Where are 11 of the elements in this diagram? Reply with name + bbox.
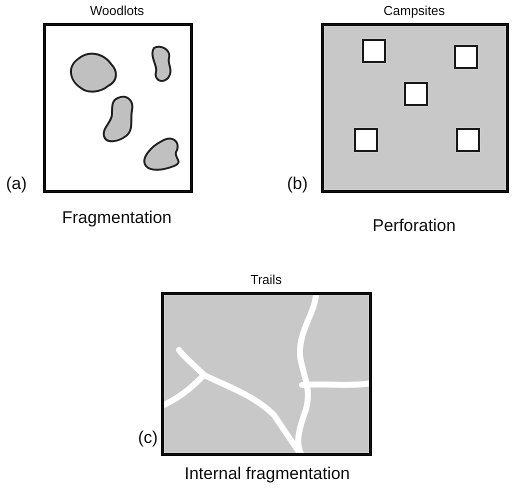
landscape-panel bbox=[43, 23, 193, 193]
panel-title: Trails bbox=[250, 272, 282, 287]
panel-caption: Perforation bbox=[372, 216, 456, 236]
panel-letter: (c) bbox=[138, 428, 158, 448]
landscape-panel bbox=[321, 23, 509, 193]
panel-caption: Internal fragmentation bbox=[184, 464, 350, 484]
panel-letter: (a) bbox=[6, 174, 27, 194]
panel-letter: (b) bbox=[287, 174, 308, 194]
panel-title: Campsites bbox=[384, 3, 445, 18]
panel-title: Woodlots bbox=[90, 3, 144, 18]
panel-caption: Fragmentation bbox=[62, 208, 172, 228]
